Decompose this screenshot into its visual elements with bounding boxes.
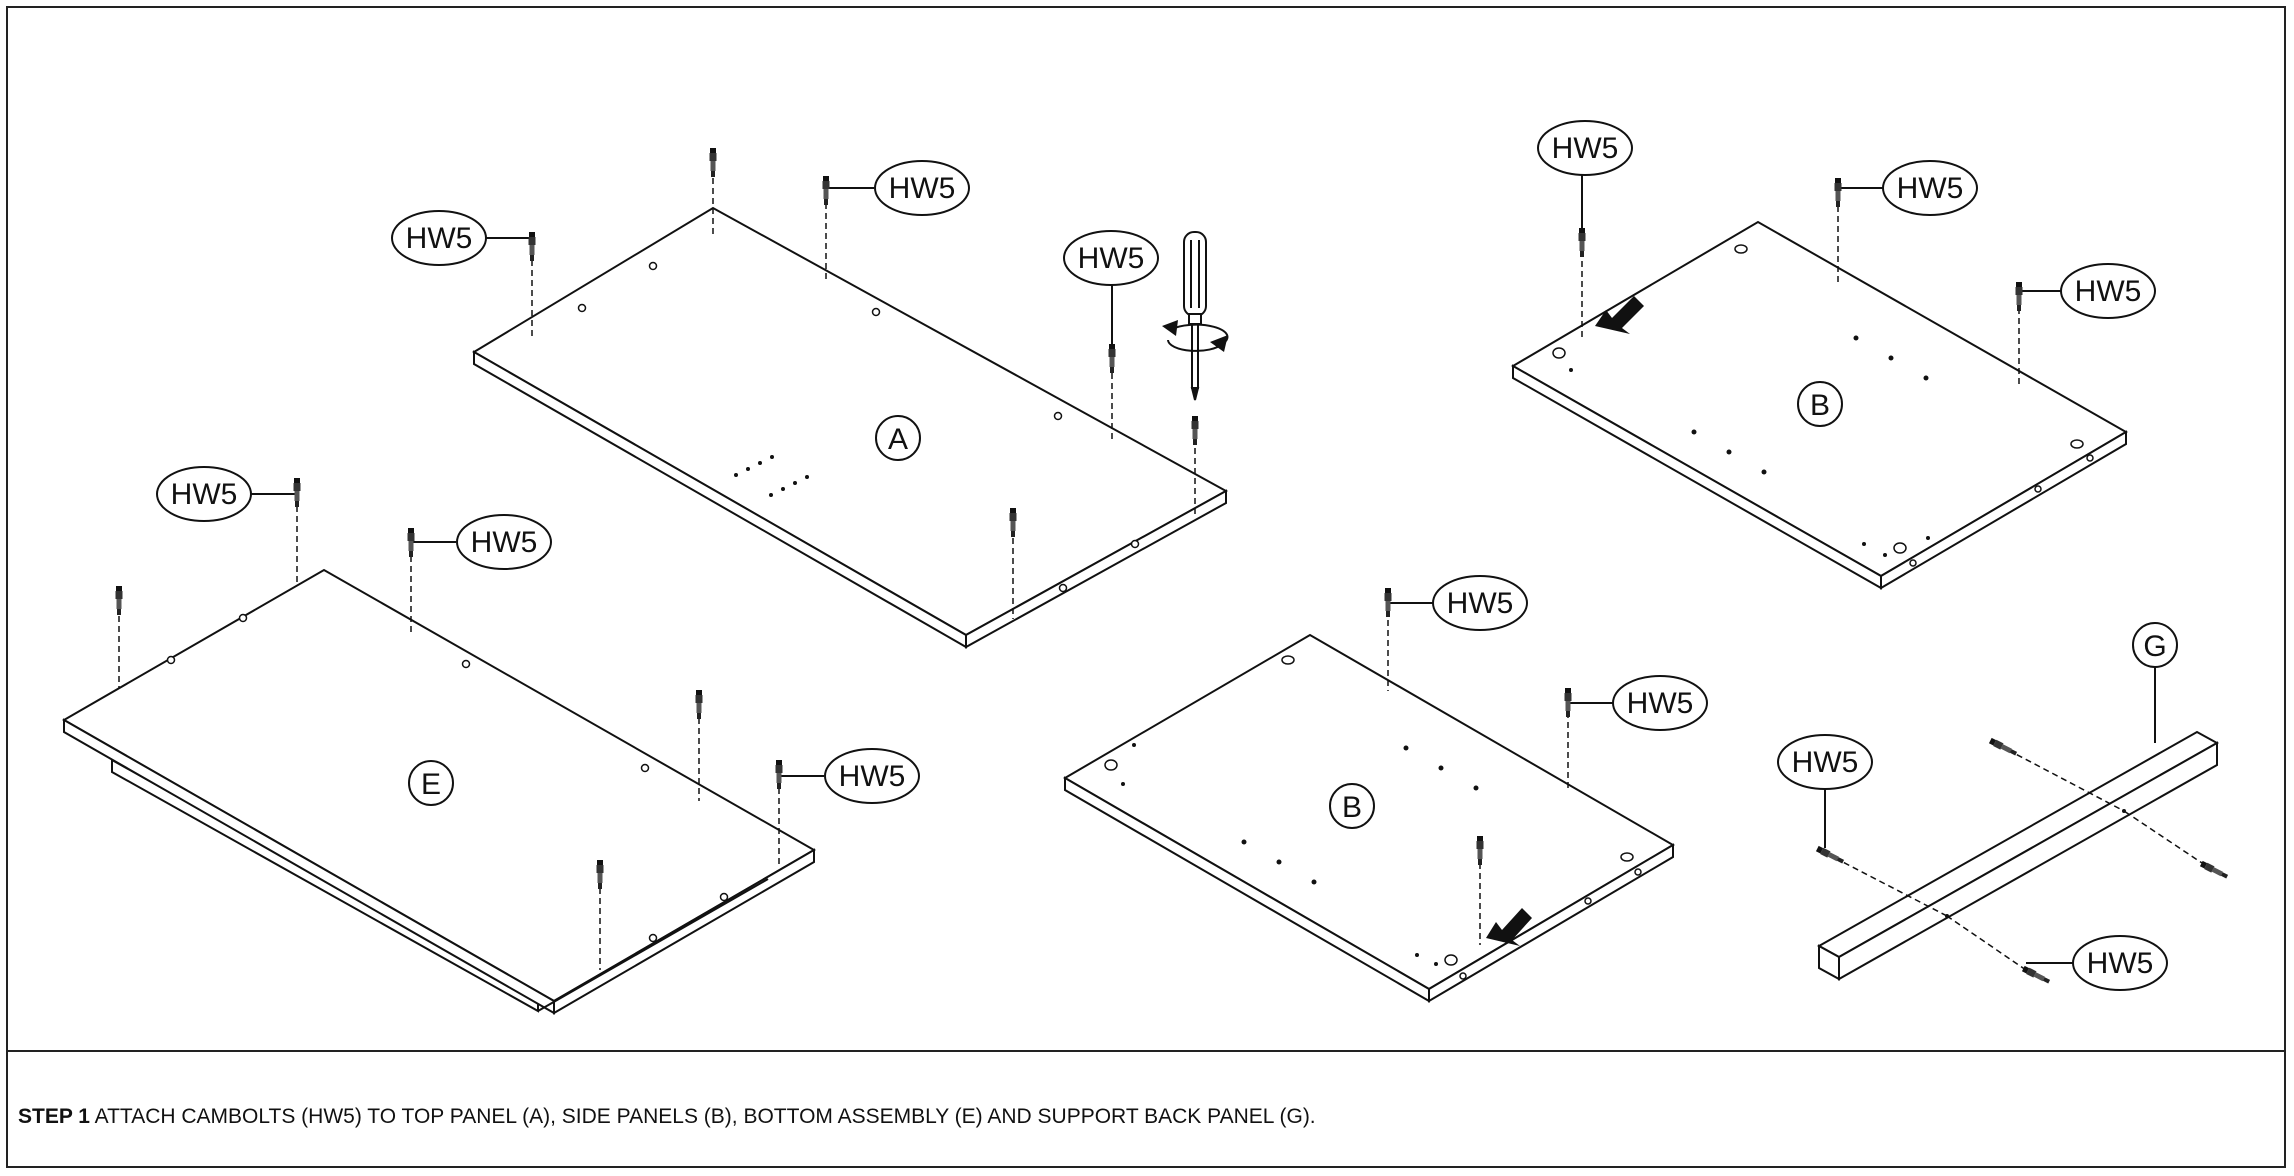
hw5-label: HW5: [1792, 746, 1859, 779]
hw5-callout: HW5: [1063, 230, 1159, 286]
hw5-callout: HW5: [2060, 263, 2156, 319]
caption-divider: [8, 1050, 2284, 1052]
insert-arrow-icon: [1486, 908, 1532, 946]
panel-label-g: G: [2132, 622, 2178, 668]
panel-label-a-text: A: [888, 423, 908, 456]
hw5-label: HW5: [1627, 687, 1694, 720]
hw5-callout: HW5: [1882, 160, 1978, 216]
step-caption: STEP 1 ATTACH CAMBOLTS (HW5) TO TOP PANE…: [18, 1105, 1316, 1129]
hw5-callout: HW5: [1612, 675, 1708, 731]
panel-label-e-text: E: [421, 768, 441, 801]
step-label: STEP 1: [18, 1105, 90, 1128]
panel-label-b-lower-text: B: [1342, 791, 1362, 824]
hw5-label: HW5: [171, 478, 238, 511]
hw5-label: HW5: [839, 760, 906, 793]
panel-label-g-text: G: [2143, 630, 2166, 663]
hw5-callout: HW5: [1777, 734, 1873, 790]
hw5-label: HW5: [1897, 172, 1964, 205]
step-instructions: ATTACH CAMBOLTS (HW5) TO TOP PANEL (A), …: [89, 1105, 1316, 1128]
hw5-label: HW5: [1078, 242, 1145, 275]
hw5-label: HW5: [2075, 275, 2142, 308]
hw5-label: HW5: [2087, 947, 2154, 980]
hw5-label: HW5: [471, 526, 538, 559]
panel-label-b-upper: B: [1797, 381, 1843, 427]
insertion-lines: [118, 178, 2206, 971]
hw5-callout: HW5: [2072, 935, 2168, 991]
rotation-arrow-icon: [1162, 320, 1229, 352]
top-panel-a: [472, 206, 1229, 649]
insert-arrow-icon: [1595, 296, 1644, 334]
hw5-callout: HW5: [456, 514, 552, 570]
instruction-frame: HW5 HW5 HW5 HW5 HW5 HW5: [6, 6, 2286, 1168]
assembly-diagram: HW5 HW5 HW5 HW5 HW5 HW5: [61, 120, 2229, 1015]
leader-lines: [250, 168, 2156, 964]
hw5-callout: HW5: [1537, 120, 1633, 176]
hw5-label: HW5: [889, 172, 956, 205]
screwdriver-icon: [1183, 231, 1207, 401]
panel-label-b-upper-text: B: [1810, 389, 1830, 422]
panel-label-e: E: [408, 760, 454, 806]
hw5-label: HW5: [1552, 132, 1619, 165]
panel-label-b-lower: B: [1329, 783, 1375, 829]
hw5-callout: HW5: [874, 160, 970, 216]
hw5-callout: HW5: [1432, 575, 1528, 631]
hw5-callout: HW5: [156, 466, 252, 522]
hw5-label: HW5: [406, 222, 473, 255]
hw5-label: HW5: [1447, 587, 1514, 620]
panel-label-a: A: [875, 415, 921, 461]
support-back-panel-g: [1816, 730, 2220, 981]
hw5-callout: HW5: [824, 748, 920, 804]
hw5-callout: HW5: [391, 210, 487, 266]
